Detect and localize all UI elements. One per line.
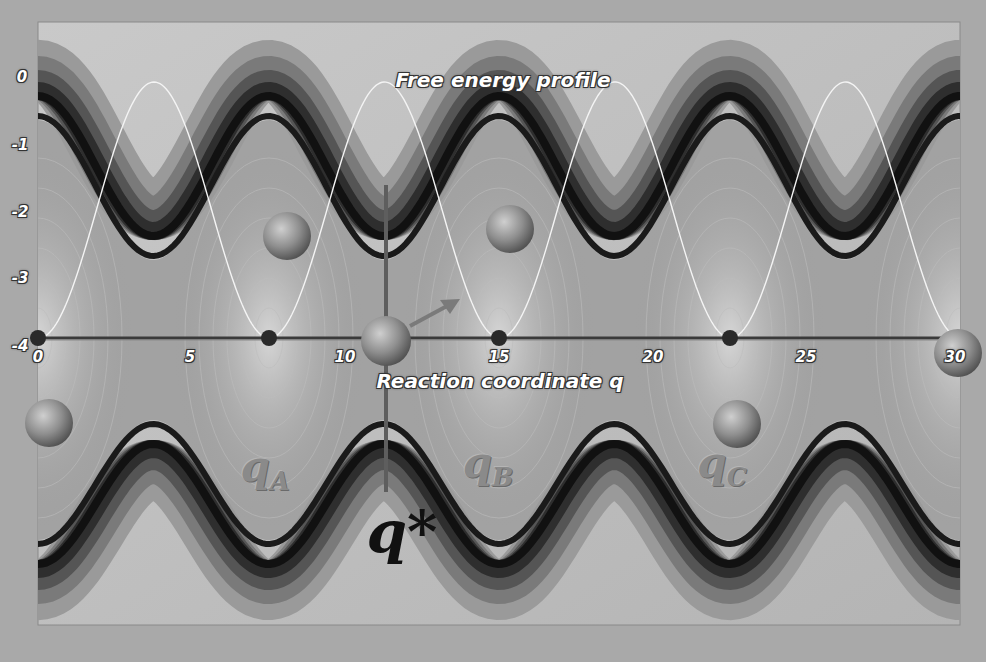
x-tick-label: 25	[796, 350, 817, 365]
profile-title: Free energy profile	[395, 70, 610, 90]
particle	[934, 329, 982, 377]
transition-label: q*	[367, 503, 438, 561]
minimum-label: qA	[241, 446, 290, 494]
x-tick-label: 0	[33, 350, 43, 365]
label-subscript: C	[727, 462, 747, 492]
x-tick-label: 10	[335, 350, 356, 365]
label-subscript: B	[492, 462, 513, 492]
y-tick-label: -2	[12, 205, 29, 220]
arrow-shaft	[410, 306, 447, 326]
lower-wall	[38, 449, 960, 569]
x-tick-label: 15	[489, 350, 510, 365]
velocity-arrow	[410, 299, 460, 326]
particle	[486, 205, 534, 253]
minimum-dot	[261, 330, 277, 346]
y-tick-label: -4	[12, 339, 29, 354]
particles	[25, 205, 982, 448]
minimum-label: qB	[463, 442, 514, 490]
label-base: q	[463, 438, 492, 487]
arrow-head	[440, 299, 460, 314]
minimum-label: qC	[697, 442, 746, 490]
minimum-dot	[491, 330, 507, 346]
particle	[25, 399, 73, 447]
x-tick-label: 30	[945, 350, 966, 365]
minimum-dot	[30, 330, 46, 346]
label-base: q	[241, 442, 270, 491]
energy-surface	[38, 70, 960, 590]
axis-title: Reaction coordinate q	[376, 371, 623, 391]
upper-wall-edge	[38, 116, 960, 256]
x-tick-label: 5	[185, 350, 195, 365]
x-tick-label: 20	[643, 350, 664, 365]
label-subscript: A	[270, 466, 290, 496]
y-tick-label: -3	[12, 271, 29, 286]
particle	[361, 316, 411, 366]
lower-wall-edge	[38, 424, 960, 544]
free-energy-curve	[38, 82, 960, 338]
particle	[263, 212, 311, 260]
y-tick-label: 0	[17, 70, 27, 85]
minimum-dot	[722, 330, 738, 346]
label-base: q	[697, 438, 726, 487]
y-tick-label: -1	[12, 138, 29, 153]
